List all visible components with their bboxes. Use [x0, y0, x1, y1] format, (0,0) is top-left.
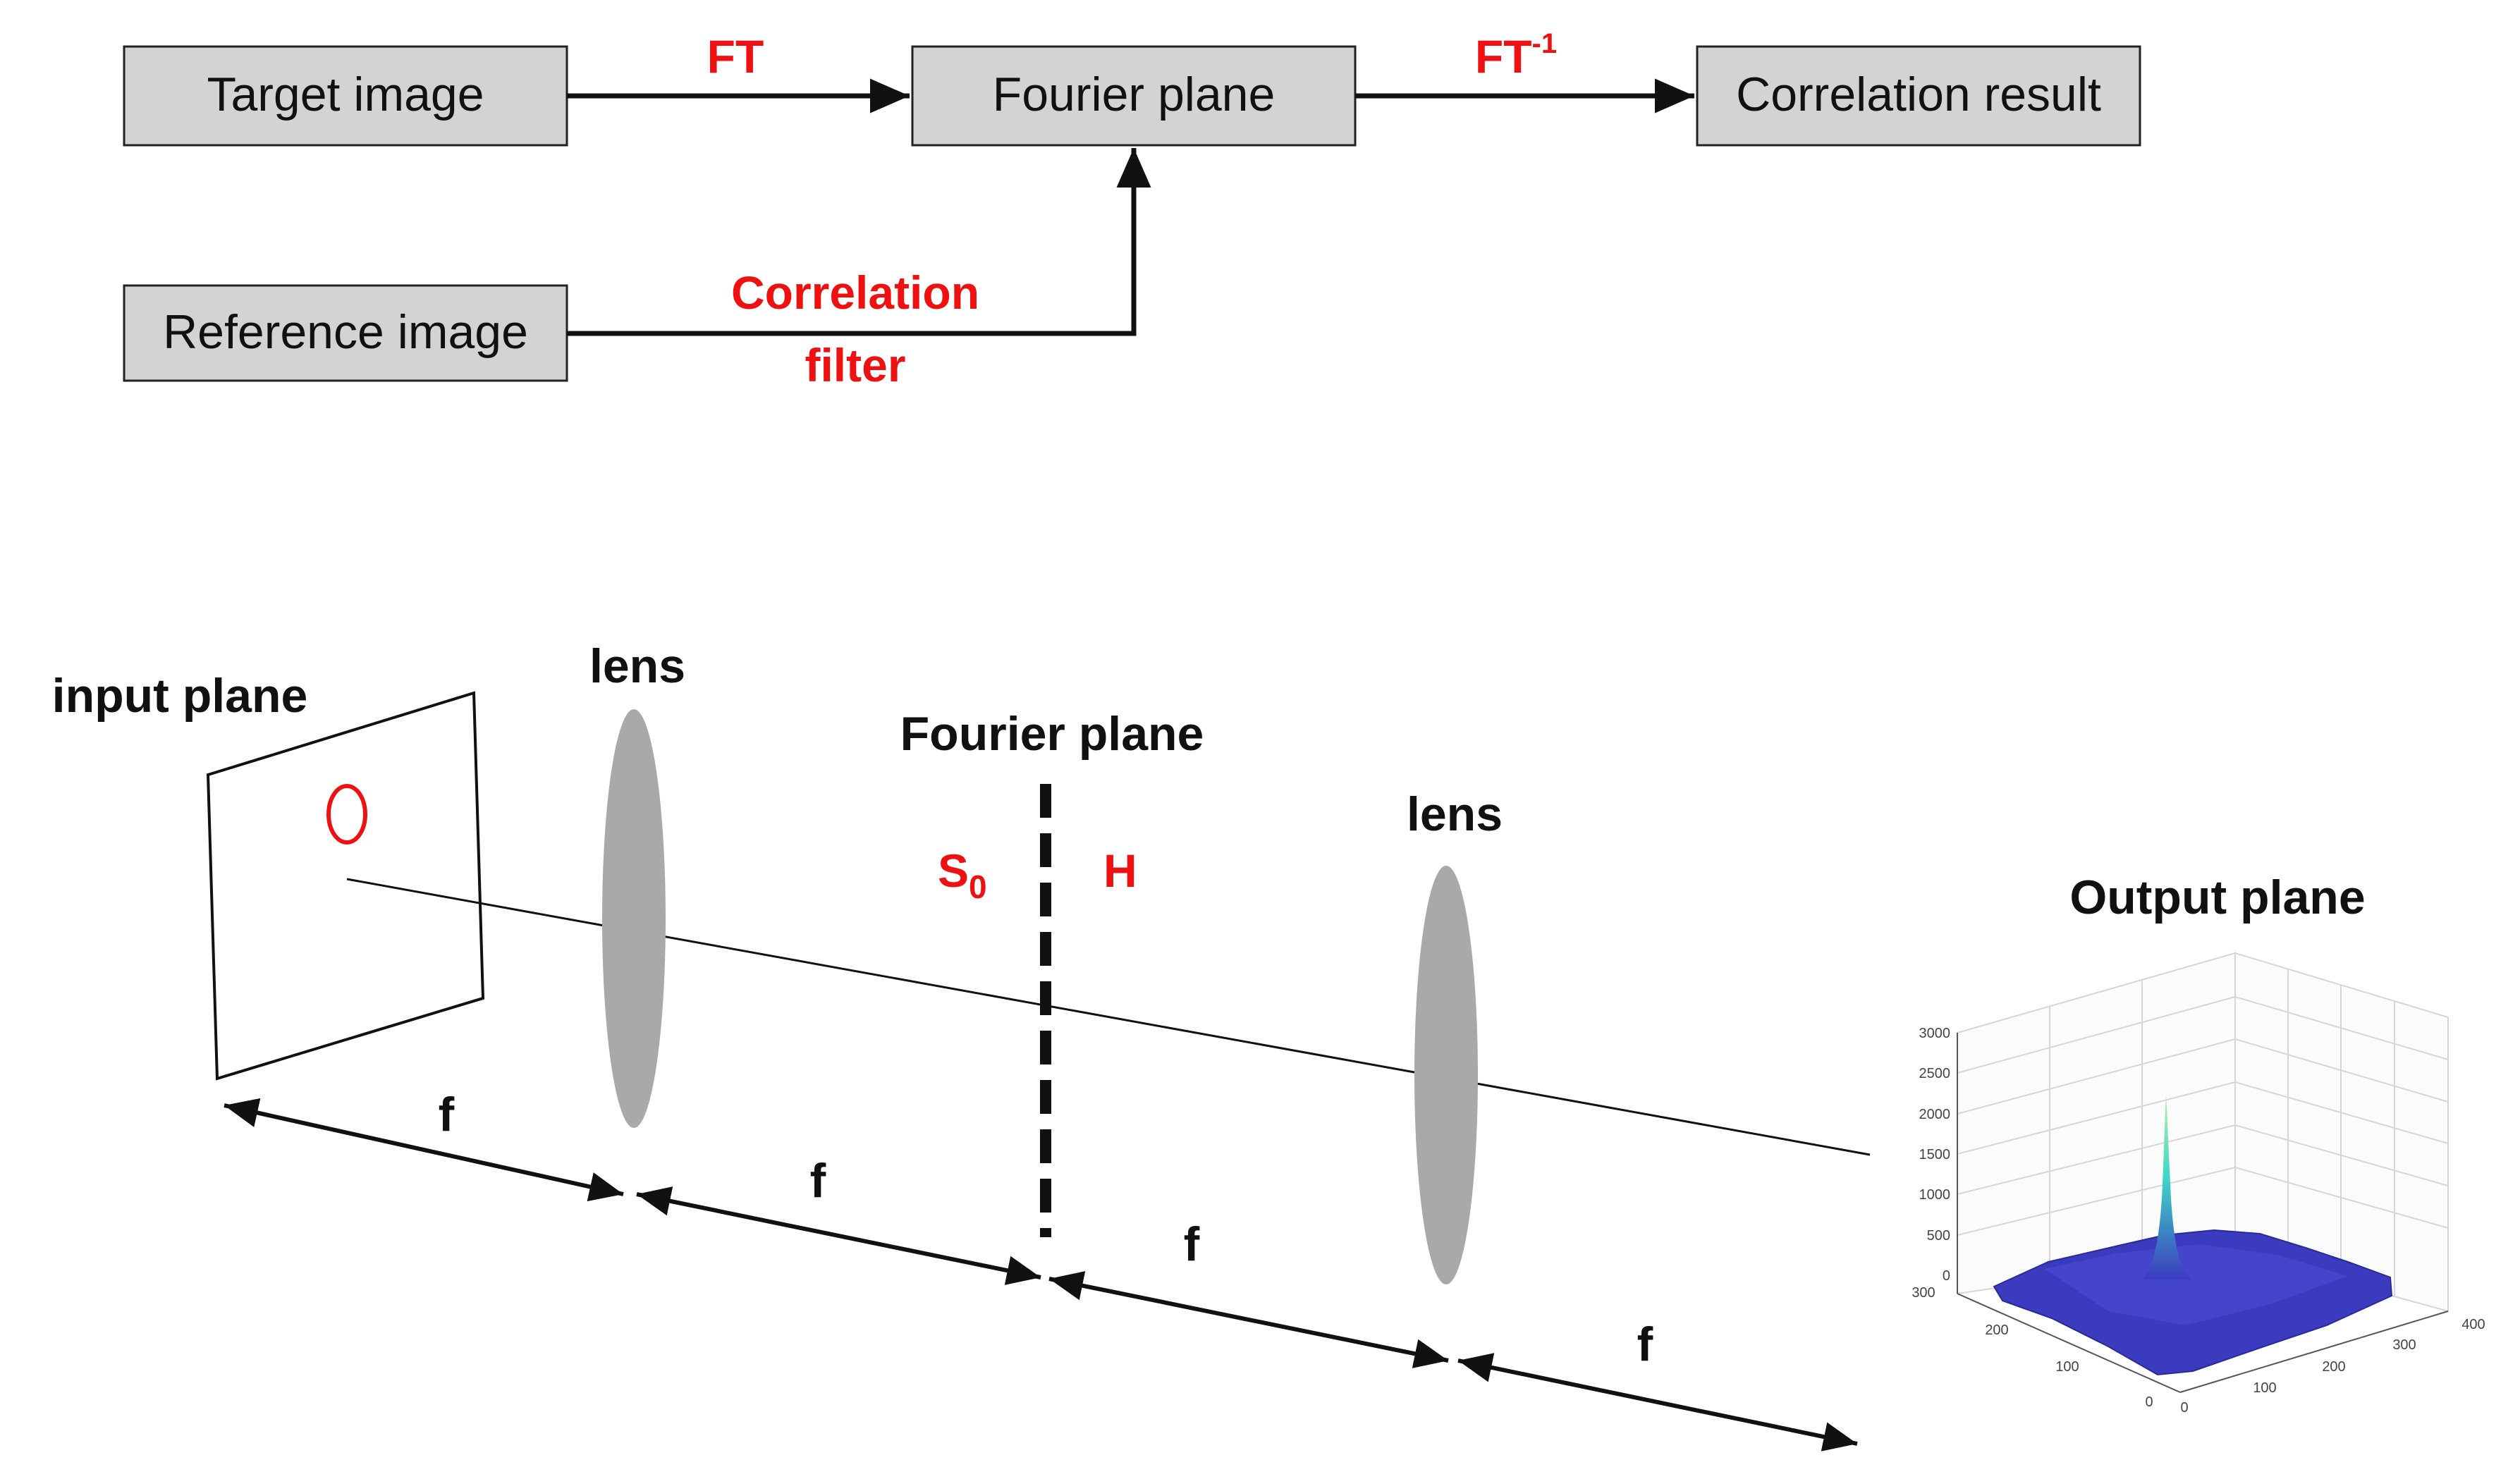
input-plane-label: input plane: [52, 669, 308, 723]
svg-text:0: 0: [1943, 1268, 1950, 1284]
ift-label-sup: -1: [1532, 28, 1558, 59]
distance-label-1: f: [439, 1088, 455, 1141]
svg-text:500: 500: [1927, 1228, 1950, 1244]
distance-label-4: f: [1637, 1318, 1653, 1371]
input-plane-shape: [206, 691, 485, 1081]
s0-label: S0: [938, 845, 987, 905]
optical-axis: [346, 878, 1871, 1156]
svg-text:0: 0: [2145, 1394, 2153, 1410]
correlation-peak: [2142, 1094, 2191, 1279]
svg-text:0: 0: [2180, 1400, 2188, 1416]
output-plane-label: Output plane: [2069, 871, 2365, 924]
output-plot: 3000 2500 2000 1500 1000 500 0 300 200 1…: [1912, 952, 2485, 1416]
svg-text:400: 400: [2461, 1317, 2485, 1332]
ift-label-base: FT: [1475, 30, 1532, 82]
correlation-filter-label-line1: Correlation: [731, 266, 979, 319]
correlation-result-label: Correlation result: [1736, 68, 2101, 121]
fourier-plane-label: Fourier plane: [993, 68, 1276, 121]
distance-label-3: f: [1184, 1217, 1200, 1271]
optical-setup: input plane lens Fourier plane S0 H lens…: [52, 639, 2366, 1452]
correlation-result-box: Correlation result: [1696, 45, 2141, 147]
svg-text:300: 300: [2392, 1337, 2416, 1353]
target-image-label: Target image: [207, 68, 484, 121]
s0-label-main: S: [938, 845, 969, 897]
filter-arrow: [567, 148, 1151, 336]
lens-2: [1414, 866, 1478, 1284]
lens-1-label: lens: [589, 639, 685, 693]
target-image-box: Target image: [123, 45, 568, 147]
svg-text:100: 100: [2055, 1359, 2079, 1375]
ift-label: FT-1: [1475, 28, 1557, 82]
svg-text:200: 200: [1985, 1322, 2008, 1338]
distance-arrow-2: [636, 1186, 1041, 1285]
distance-arrow-4: [1457, 1353, 1858, 1452]
h-label: H: [1103, 845, 1137, 897]
svg-text:300: 300: [1912, 1285, 1935, 1301]
flow-diagram: Target image Fourier plane Correlation r…: [123, 28, 2141, 391]
correlation-surface-highlight: [2045, 1244, 2348, 1325]
svg-text:3000: 3000: [1919, 1026, 1951, 1041]
plot-y-ticks: 300 200 100 0: [1912, 1285, 2153, 1410]
reference-image-box: Reference image: [123, 284, 568, 382]
fourier-plane-optics-label: Fourier plane: [900, 707, 1204, 761]
svg-text:100: 100: [2253, 1380, 2276, 1396]
s0-label-sub: 0: [969, 869, 987, 905]
lens-2-label: lens: [1407, 787, 1503, 841]
svg-text:1500: 1500: [1919, 1147, 1951, 1162]
svg-text:2000: 2000: [1919, 1107, 1951, 1122]
reference-image-label: Reference image: [163, 305, 528, 359]
distance-arrow-1: [224, 1098, 624, 1202]
fourier-plane-box: Fourier plane: [911, 45, 1357, 147]
ft-label: FT: [707, 30, 764, 82]
svg-text:1000: 1000: [1919, 1187, 1951, 1203]
svg-text:2500: 2500: [1919, 1066, 1951, 1081]
plot-x-ticks: 0 100 200 300 400: [2180, 1317, 2485, 1416]
input-object-circle: [326, 784, 367, 845]
plot-z-ticks: 3000 2500 2000 1500 1000 500 0: [1919, 1026, 1951, 1284]
plot-axes: [1957, 1033, 2449, 1393]
lens-1: [602, 709, 666, 1128]
correlation-filter-label-line2: filter: [805, 339, 905, 391]
distance-arrow-3: [1048, 1271, 1449, 1368]
distance-label-2: f: [810, 1154, 826, 1208]
svg-text:200: 200: [2322, 1359, 2345, 1375]
